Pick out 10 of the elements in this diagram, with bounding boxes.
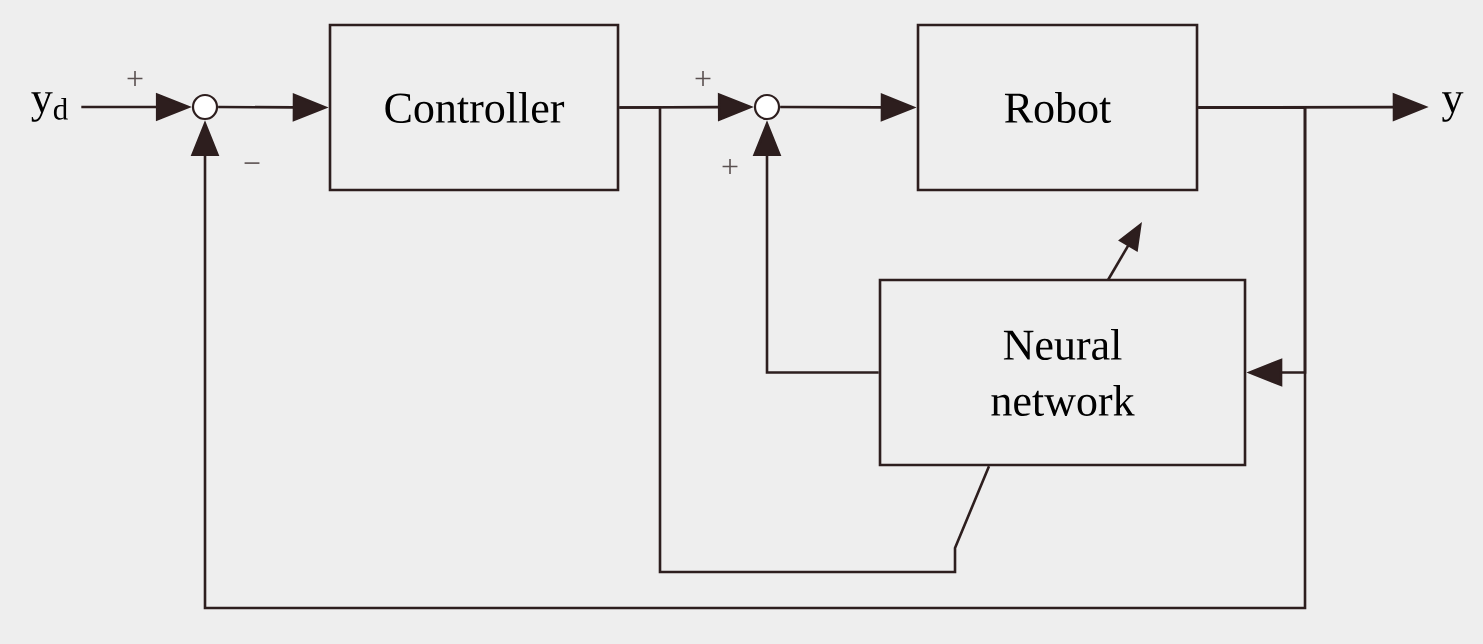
- signal-label: y: [1442, 92, 1464, 122]
- sign-label: +: [695, 71, 711, 86]
- signal-label: y$_{d}$: [31, 92, 68, 122]
- sign-label: +: [722, 159, 738, 174]
- block-box: Neural network: [878, 278, 1247, 467]
- sign-label: −: [244, 162, 260, 164]
- sign-label: +: [127, 71, 143, 86]
- block-box: Robot: [916, 23, 1199, 192]
- block-box: Controller: [328, 23, 620, 192]
- arrow: [190, 106, 1307, 610]
